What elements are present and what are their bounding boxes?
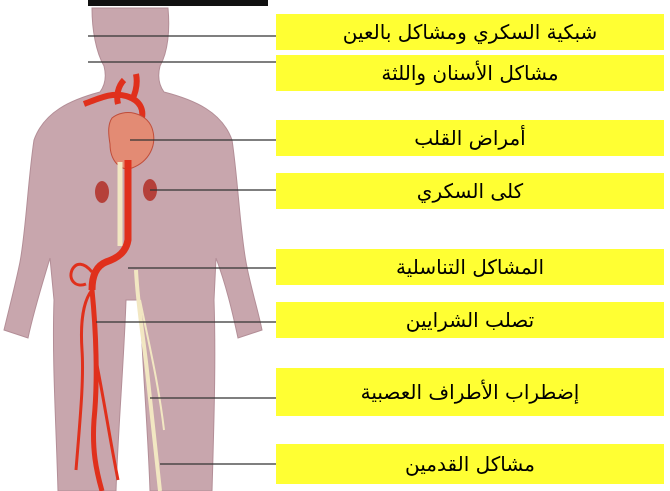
label-reproductive-problems: المشاكل التناسلية (276, 249, 664, 285)
label-peripheral-neuropathy: إضطراب الأطراف العصبية (276, 368, 664, 416)
label-heart-disease: أمراض القلب (276, 120, 664, 156)
body-silhouette (4, 8, 262, 491)
label-foot-problems: مشاكل القدمين (276, 444, 664, 484)
left-kidney (95, 181, 109, 203)
label-atherosclerosis: تصلب الشرايين (276, 302, 664, 338)
label-diabetic-kidney: كلى السكري (276, 173, 664, 209)
label-teeth-gum-problems: مشاكل الأسنان واللثة (276, 55, 664, 91)
label-diabetic-retinopathy: شبكية السكري ومشاكل بالعين (276, 14, 664, 50)
